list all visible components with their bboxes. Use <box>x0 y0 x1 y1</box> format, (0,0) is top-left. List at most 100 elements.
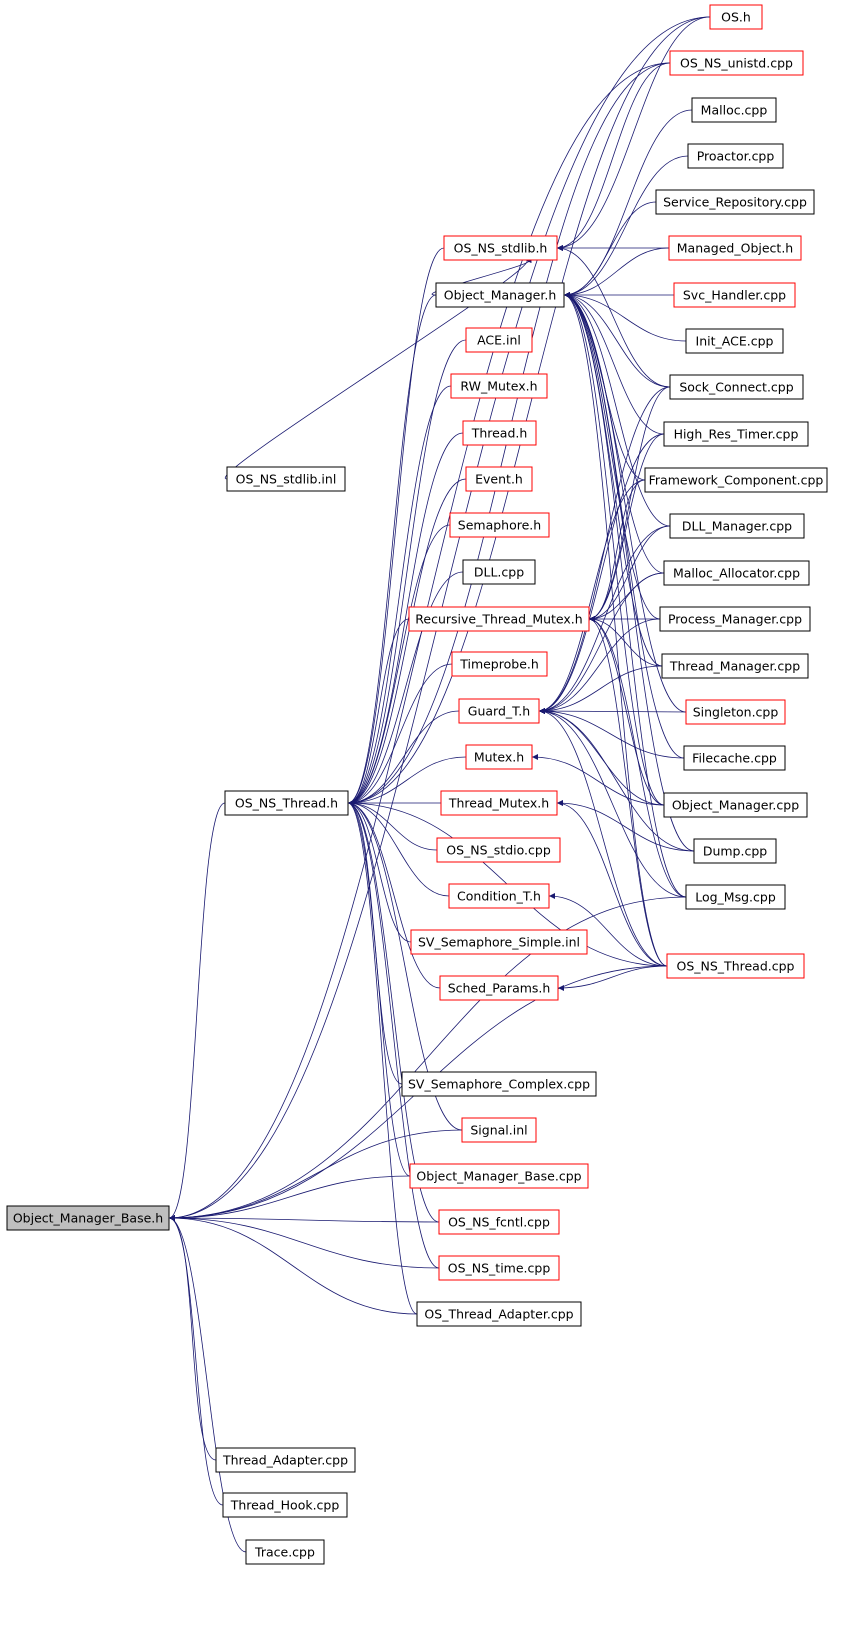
node-os-ns-time-cpp[interactable]: OS_NS_time.cpp <box>438 1255 560 1281</box>
edge-managed-object-h-to-object-manager-h <box>563 247 670 298</box>
node-mutex-h[interactable]: Mutex.h <box>465 744 533 770</box>
edge-os-ns-stdio-cpp-to-os-ns-thread-h <box>347 800 438 851</box>
node-label: Thread.h <box>471 426 528 441</box>
node-label: Object_Manager.cpp <box>672 798 799 813</box>
node-label: OS_NS_time.cpp <box>448 1261 551 1276</box>
node-box <box>669 513 805 539</box>
node-os-ns-fcntl-cpp[interactable]: OS_NS_fcntl.cpp <box>438 1209 560 1235</box>
node-box <box>462 559 536 585</box>
node-box <box>709 4 763 30</box>
node-semaphore-h[interactable]: Semaphore.h <box>449 512 550 538</box>
node-recursive-thread-mutex-h[interactable]: Recursive_Thread_Mutex.h <box>408 606 590 632</box>
node-signal-inl[interactable]: Signal.inl <box>461 1117 537 1143</box>
edge-dll-manager-cpp-to-recursive-thread-mutex-h <box>588 525 671 622</box>
edge-dll-manager-cpp-to-guard-t-h <box>538 525 671 714</box>
node-box <box>691 97 777 123</box>
node-object-manager-h[interactable]: Object_Manager.h <box>435 282 565 308</box>
edge-condition-t-h-to-os-ns-thread-h <box>347 800 450 897</box>
node-rw-mutex-h[interactable]: RW_Mutex.h <box>450 373 548 399</box>
node-thread-h[interactable]: Thread.h <box>462 420 537 446</box>
node-malloc-cpp[interactable]: Malloc.cpp <box>691 97 777 123</box>
node-condition-t-h[interactable]: Condition_T.h <box>448 883 550 909</box>
node-log-msg-cpp[interactable]: Log_Msg.cpp <box>685 884 786 910</box>
node-os-ns-stdio-cpp[interactable]: OS_NS_stdio.cpp <box>436 837 561 863</box>
node-os-ns-stdlib-h[interactable]: OS_NS_stdlib.h <box>443 235 558 261</box>
node-label: OS_NS_stdlib.inl <box>236 472 337 487</box>
edge-signal-inl-to-os-ns-thread-h <box>347 800 463 1131</box>
node-sock-connect-cpp[interactable]: Sock_Connect.cpp <box>669 374 804 400</box>
node-box <box>661 653 809 679</box>
node-singleton-cpp[interactable]: Singleton.cpp <box>685 699 786 725</box>
node-init-ace-cpp[interactable]: Init_ACE.cpp <box>685 328 784 354</box>
edge-rw-mutex-h-to-os-ns-thread-h <box>347 385 452 806</box>
node-os-thread-adapter-cpp[interactable]: OS_Thread_Adapter.cpp <box>416 1301 582 1327</box>
node-box <box>663 560 810 586</box>
node-box <box>443 235 558 261</box>
edge-singleton-cpp-to-object-manager-h <box>563 292 687 713</box>
node-filecache-cpp[interactable]: Filecache.cpp <box>683 745 786 771</box>
node-framework-component-cpp[interactable]: Framework_Component.cpp <box>644 467 828 493</box>
node-label: OS_NS_Thread.cpp <box>677 959 795 974</box>
node-label: Thread_Hook.cpp <box>230 1498 340 1513</box>
node-box <box>685 884 786 910</box>
node-label: Object_Manager.h <box>444 288 557 303</box>
node-sched-params-h[interactable]: Sched_Params.h <box>439 975 559 1001</box>
node-sv-semaphore-simple-inl[interactable]: SV_Semaphore_Simple.inl <box>410 929 588 955</box>
edge-dump-cpp-to-guard-t-h <box>538 708 695 852</box>
node-trace-cpp[interactable]: Trace.cpp <box>245 1539 325 1565</box>
node-label: Framework_Component.cpp <box>649 473 824 488</box>
node-ace-inl[interactable]: ACE.inl <box>465 327 533 353</box>
node-thread-manager-cpp[interactable]: Thread_Manager.cpp <box>661 653 809 679</box>
edge-object-manager-cpp-to-object-manager-h <box>563 292 665 806</box>
node-event-h[interactable]: Event.h <box>465 466 533 492</box>
node-svc-handler-cpp[interactable]: Svc_Handler.cpp <box>673 282 796 308</box>
edge-os-ns-unistd-cpp-to-os-ns-stdlib-h <box>556 62 671 251</box>
node-timeprobe-h[interactable]: Timeprobe.h <box>451 651 548 677</box>
node-box <box>438 1209 560 1235</box>
node-label: Recursive_Thread_Mutex.h <box>415 612 582 627</box>
node-label: OS_NS_unistd.cpp <box>680 56 793 71</box>
edge-dll-cpp-to-os-ns-thread-h <box>347 571 464 806</box>
node-os-ns-stdlib-inl[interactable]: OS_NS_stdlib.inl <box>226 466 346 492</box>
node-os-ns-thread-h[interactable]: OS_NS_Thread.h <box>224 790 349 816</box>
edge-dll-manager-cpp-to-object-manager-h <box>563 292 671 527</box>
edge-process-manager-cpp-to-guard-t-h <box>538 618 661 714</box>
node-label: Malloc_Allocator.cpp <box>673 566 800 581</box>
node-dump-cpp[interactable]: Dump.cpp <box>693 838 777 864</box>
node-thread-adapter-cpp[interactable]: Thread_Adapter.cpp <box>215 1447 356 1473</box>
node-box <box>440 790 558 816</box>
node-label: Guard_T.h <box>468 704 530 719</box>
node-os-h[interactable]: OS.h <box>709 4 763 30</box>
node-object-manager-cpp[interactable]: Object_Manager.cpp <box>663 792 808 818</box>
node-service-repository-cpp[interactable]: Service_Repository.cpp <box>655 189 815 215</box>
node-malloc-allocator-cpp[interactable]: Malloc_Allocator.cpp <box>663 560 810 586</box>
node-label: Proactor.cpp <box>697 149 775 164</box>
node-box <box>465 466 533 492</box>
node-high-res-timer-cpp[interactable]: High_Res_Timer.cpp <box>663 421 809 447</box>
node-box <box>465 744 533 770</box>
node-os-ns-thread-cpp[interactable]: OS_NS_Thread.cpp <box>666 953 805 979</box>
edge-init-ace-cpp-to-object-manager-h <box>563 292 687 342</box>
node-thread-mutex-h[interactable]: Thread_Mutex.h <box>440 790 558 816</box>
node-guard-t-h[interactable]: Guard_T.h <box>458 698 540 724</box>
edge-high-res-timer-cpp-to-guard-t-h <box>538 433 665 714</box>
node-box <box>215 1447 356 1473</box>
node-label: High_Res_Timer.cpp <box>674 427 799 442</box>
node-thread-hook-cpp[interactable]: Thread_Hook.cpp <box>222 1492 348 1518</box>
node-label: Init_ACE.cpp <box>696 334 774 349</box>
node-proactor-cpp[interactable]: Proactor.cpp <box>687 143 784 169</box>
node-dll-cpp[interactable]: DLL.cpp <box>462 559 536 585</box>
node-dll-manager-cpp[interactable]: DLL_Manager.cpp <box>669 513 805 539</box>
edge-object-manager-h-to-os-ns-thread-h <box>347 294 437 806</box>
node-box <box>451 651 548 677</box>
edge-os-ns-fcntl-cpp-to-os-ns-thread-h <box>347 800 440 1223</box>
node-sv-semaphore-complex-cpp[interactable]: SV_Semaphore_Complex.cpp <box>401 1071 597 1097</box>
node-object-manager-base-cpp[interactable]: Object_Manager_Base.cpp <box>409 1163 589 1189</box>
node-managed-object-h[interactable]: Managed_Object.h <box>668 235 802 261</box>
node-label: Event.h <box>475 472 523 487</box>
node-os-ns-unistd-cpp[interactable]: OS_NS_unistd.cpp <box>669 50 804 76</box>
node-process-manager-cpp[interactable]: Process_Manager.cpp <box>659 606 811 632</box>
node-box <box>693 838 777 864</box>
edge-malloc-allocator-cpp-to-guard-t-h <box>538 572 665 714</box>
node-label: DLL_Manager.cpp <box>682 519 792 534</box>
